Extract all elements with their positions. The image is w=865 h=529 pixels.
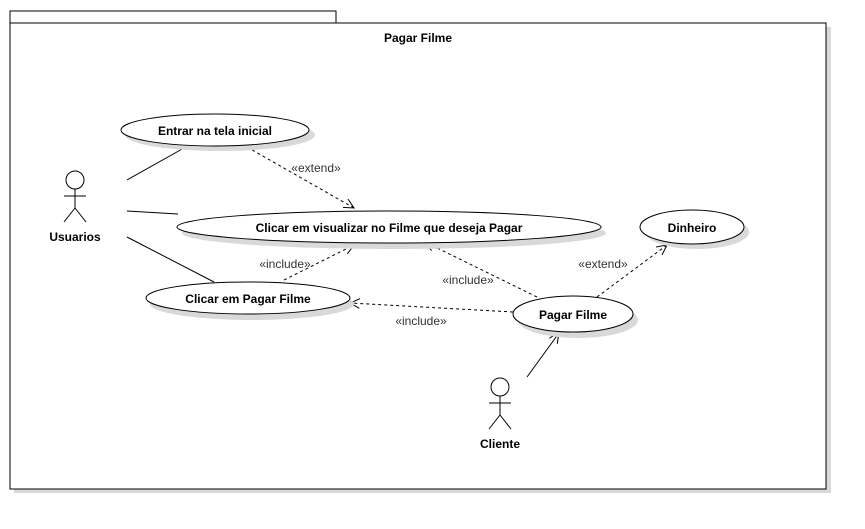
label-include-clicar: «include»	[259, 257, 311, 271]
label-include-pagar-clicar: «include»	[395, 314, 447, 328]
use-case-dinheiro-label: Dinheiro	[668, 221, 717, 235]
actor-cliente-head	[490, 377, 510, 397]
use-case-visualizar[interactable]: Clicar em visualizar no Filme que deseja…	[176, 210, 606, 249]
use-case-entrar-label: Entrar na tela inicial	[158, 124, 272, 138]
label-extend-entrar: «extend»	[291, 161, 341, 175]
use-case-clicar-pagar-label: Clicar em Pagar Filme	[185, 292, 311, 306]
label-include-pagar-visualizar: «include»	[442, 273, 494, 287]
extend-entrar-visualizar	[246, 146, 354, 208]
actor-usuarios-head	[65, 170, 85, 190]
actor-cliente[interactable]	[488, 377, 512, 430]
include-clicar-visualizar	[283, 245, 354, 281]
associations	[126, 147, 215, 283]
extend-pagar-dinheiro	[596, 245, 667, 298]
actor-usuarios[interactable]	[63, 170, 87, 223]
assoc-usuarios-visualizar	[126, 210, 179, 215]
actor-usuarios-label: Usuarios	[49, 230, 101, 244]
system-title: Pagar Filme	[384, 31, 452, 45]
assoc-cliente-pagar	[526, 333, 559, 378]
include-pagar-visualizar	[425, 242, 538, 298]
assoc-usuarios-clicar	[126, 236, 215, 283]
label-extend-dinheiro: «extend»	[578, 257, 628, 271]
use-case-entrar[interactable]: Entrar na tela inicial	[120, 113, 315, 151]
actor-cliente-label: Cliente	[480, 437, 520, 451]
use-case-visualizar-label: Clicar em visualizar no Filme que deseja…	[256, 221, 523, 235]
dependencies	[246, 146, 667, 313]
system-boundary: Pagar Filme	[9, 10, 831, 493]
assoc-usuarios-entrar	[126, 147, 185, 181]
use-case-pagar-label: Pagar Filme	[539, 308, 607, 322]
use-case-pagar[interactable]: Pagar Filme	[512, 295, 638, 338]
use-case-dinheiro[interactable]: Dinheiro	[639, 209, 749, 249]
use-case-clicar-pagar[interactable]: Clicar em Pagar Filme	[145, 281, 354, 320]
